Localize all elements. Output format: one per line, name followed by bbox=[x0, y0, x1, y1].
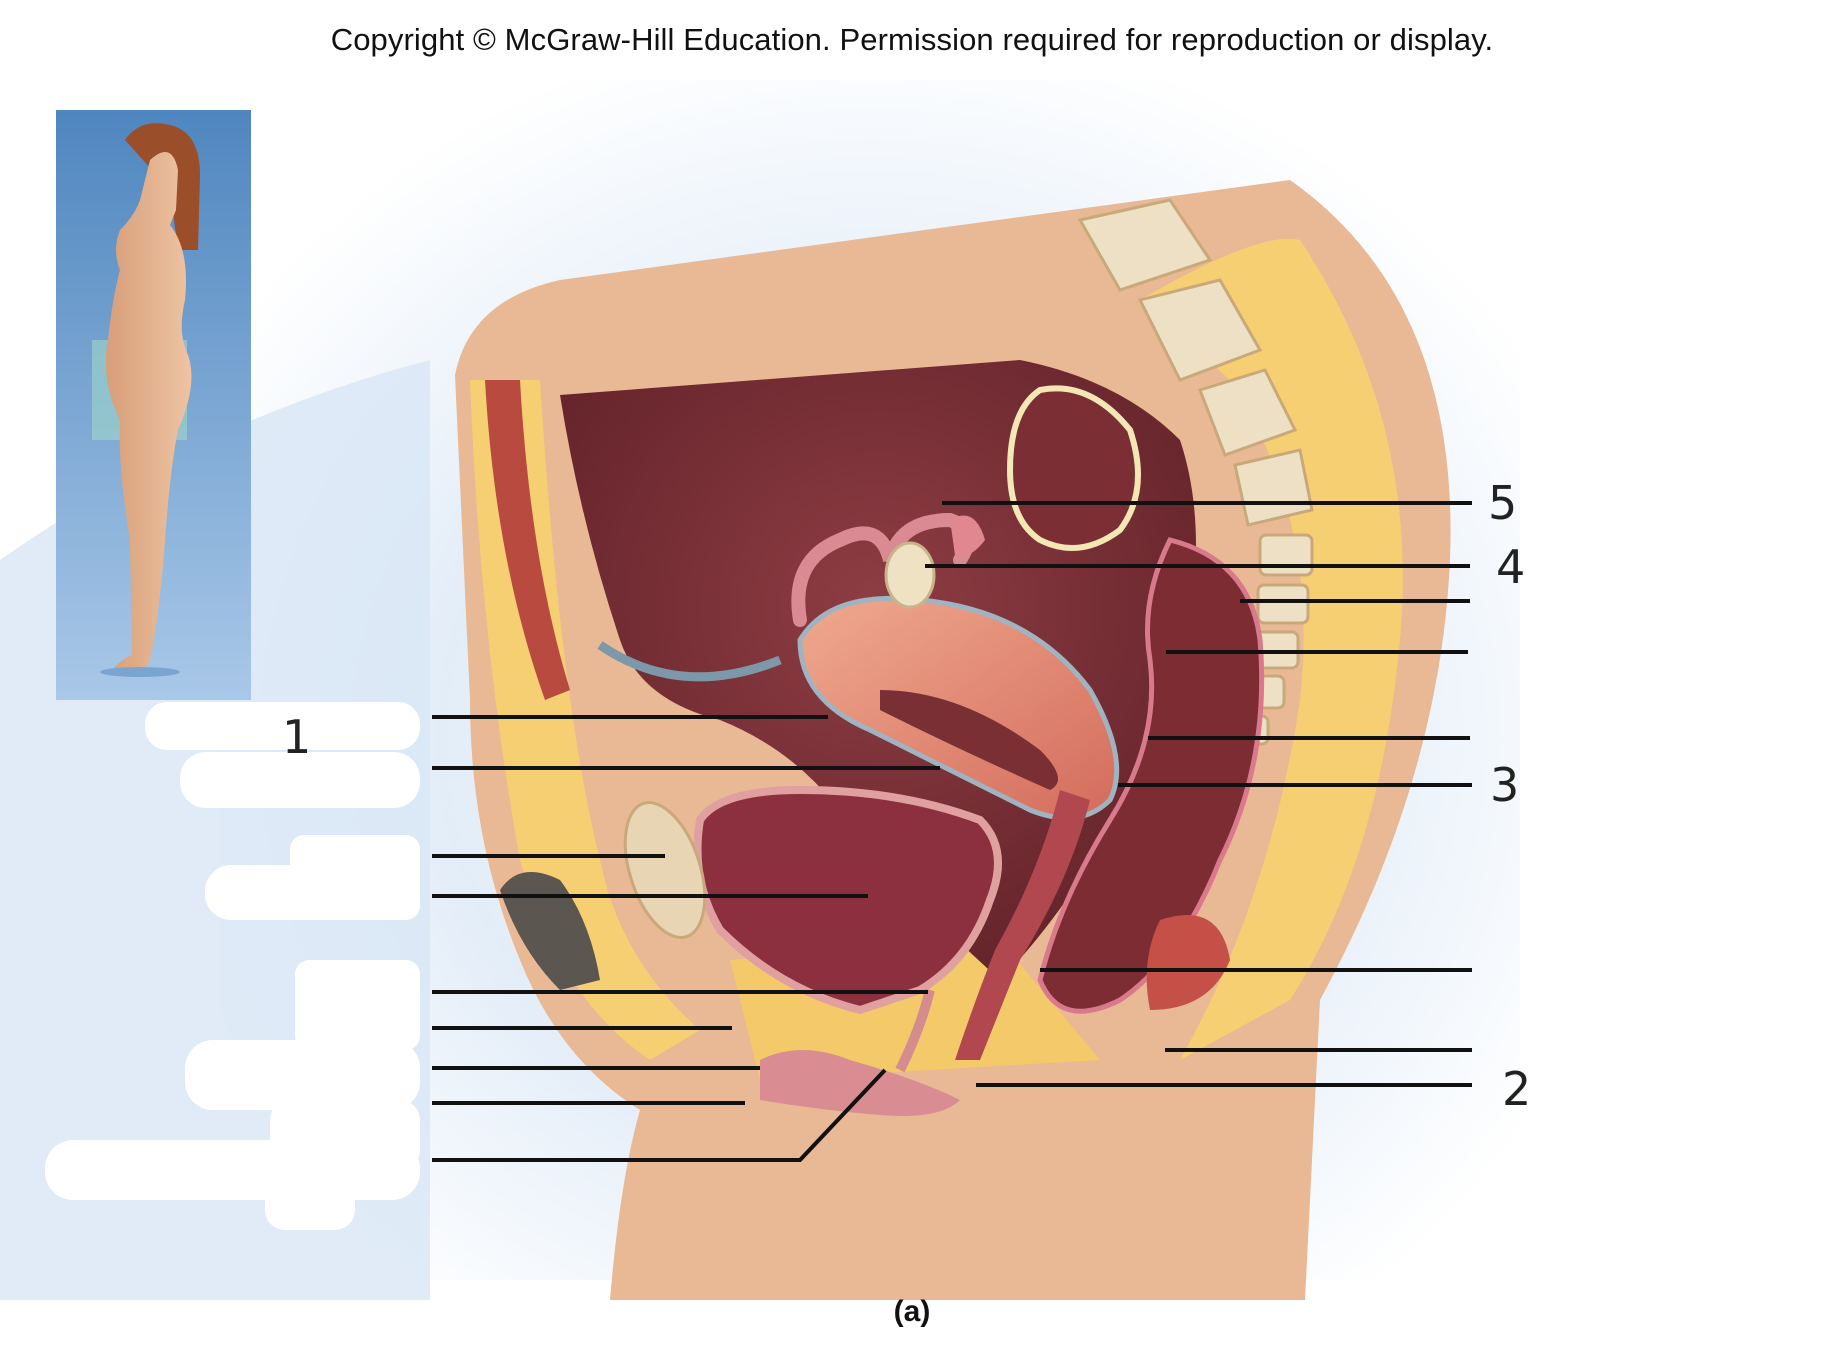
redaction-patch bbox=[145, 702, 420, 750]
inset-hair bbox=[125, 123, 200, 250]
handwritten-label-3: 3 bbox=[1490, 758, 1520, 812]
vertebra bbox=[1077, 198, 1213, 292]
figure-caption: (a) bbox=[893, 1295, 931, 1328]
right-leader-lines bbox=[925, 501, 1472, 1087]
urinary-bladder bbox=[693, 785, 1002, 1015]
pubic-symphysis bbox=[623, 801, 707, 939]
handwritten-label-2: 2 bbox=[1502, 1062, 1532, 1116]
posterior-fat-layer bbox=[1140, 238, 1403, 1060]
mons-pubis-hair bbox=[500, 872, 600, 990]
copyright-notice: Copyright © McGraw-Hill Education. Permi… bbox=[330, 22, 1494, 57]
redaction-patch bbox=[45, 1140, 420, 1200]
redaction-patch bbox=[295, 960, 420, 1050]
sigmoid-colon-upper bbox=[1006, 385, 1141, 551]
inset-body bbox=[105, 152, 192, 670]
vertebra bbox=[1137, 278, 1263, 382]
vertebra bbox=[1233, 448, 1314, 527]
round-ligament bbox=[597, 641, 782, 682]
leader-line bbox=[432, 1068, 887, 1162]
handwritten-label-5: 5 bbox=[1488, 476, 1518, 530]
vagina bbox=[955, 790, 1090, 1060]
handwritten-label-1: 1 bbox=[282, 710, 312, 764]
ovary bbox=[884, 541, 936, 609]
uterine-cavity bbox=[880, 690, 1058, 790]
redaction-patch bbox=[265, 1180, 355, 1230]
inset-floor-shadow bbox=[100, 667, 180, 677]
redaction-patch bbox=[180, 752, 420, 808]
rectum bbox=[1037, 537, 1265, 1014]
vertebra bbox=[1258, 533, 1314, 577]
urethra bbox=[895, 988, 935, 1073]
rectus-abdominis-muscle bbox=[485, 380, 570, 700]
sacrum-vertebrae bbox=[1077, 198, 1314, 746]
body-orientation-inset bbox=[56, 110, 251, 700]
handwritten-label-4: 4 bbox=[1496, 540, 1526, 594]
anal-sphincter bbox=[1146, 915, 1230, 1010]
left-leader-lines bbox=[432, 715, 940, 1162]
vertebra bbox=[1198, 368, 1298, 457]
vertebra bbox=[1256, 583, 1310, 625]
labia bbox=[760, 1050, 960, 1116]
redaction-patch bbox=[205, 865, 420, 920]
fimbriae bbox=[950, 515, 985, 556]
redaction-patch bbox=[185, 1040, 420, 1110]
redacted-labels bbox=[45, 702, 420, 1230]
